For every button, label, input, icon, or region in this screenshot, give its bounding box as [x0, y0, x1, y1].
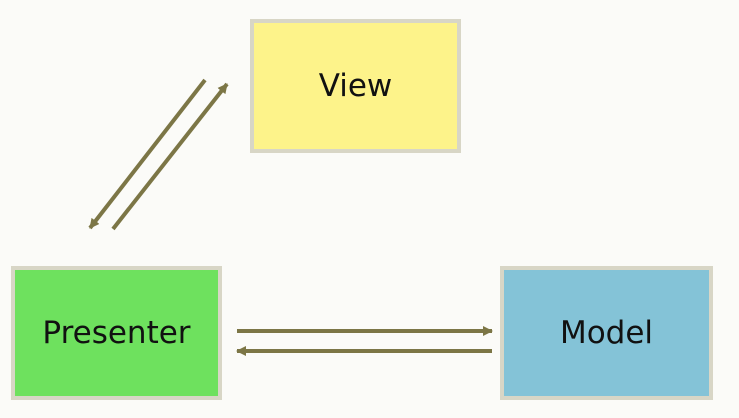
view-label: View: [318, 68, 393, 104]
presenter-box: Presenter: [11, 266, 222, 400]
arrow-presenter-to-view: [111, 82, 229, 231]
presenter-label: Presenter: [42, 315, 191, 351]
view-box: View: [250, 19, 461, 153]
model-label: Model: [559, 315, 654, 351]
model-box: Model: [500, 266, 713, 400]
arrow-view-to-presenter: [88, 78, 207, 230]
